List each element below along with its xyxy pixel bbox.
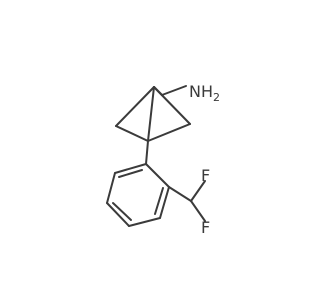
bond-cage-to-ch2 xyxy=(153,86,163,96)
ring-bond-3 xyxy=(106,202,130,227)
bond-bridgehead-top-to-left xyxy=(115,86,155,127)
bond-c-to-f-top xyxy=(190,180,206,202)
ring-bond-6 xyxy=(145,163,170,188)
molecule-diagram: NH2 F F xyxy=(106,82,220,237)
bond-ch2-to-nitrogen xyxy=(161,85,187,96)
aminomethyl-group: NH2 xyxy=(153,82,220,104)
ring-bond-1 xyxy=(114,163,147,174)
bond-c-to-f-bottom xyxy=(190,200,206,222)
difluoromethyl-group: F F xyxy=(168,166,210,237)
fluorine-top-label: F xyxy=(201,166,210,185)
bond-bridgehead-top-to-bottom xyxy=(147,86,155,142)
ring-bond-5 xyxy=(159,186,170,219)
bond-aryl-to-chf2 xyxy=(168,186,192,202)
bond-right-to-bridgehead-bottom xyxy=(147,123,191,142)
ring-bond-3-inner xyxy=(112,202,132,221)
structure-canvas: NH2 F F xyxy=(106,82,220,237)
bond-cage-to-aryl xyxy=(145,140,149,165)
ring-bond-4 xyxy=(128,217,161,227)
ring-bond-2 xyxy=(106,172,116,204)
ring-bond-5-inner xyxy=(154,187,164,215)
bond-left-to-bridgehead-bottom xyxy=(115,125,149,142)
ring-bond-1-inner xyxy=(118,169,143,178)
fluorine-bottom-label: F xyxy=(201,218,210,237)
amine-label: NH2 xyxy=(189,82,220,104)
bicyclopentane-cage xyxy=(115,86,191,142)
benzene-ring xyxy=(106,163,170,227)
